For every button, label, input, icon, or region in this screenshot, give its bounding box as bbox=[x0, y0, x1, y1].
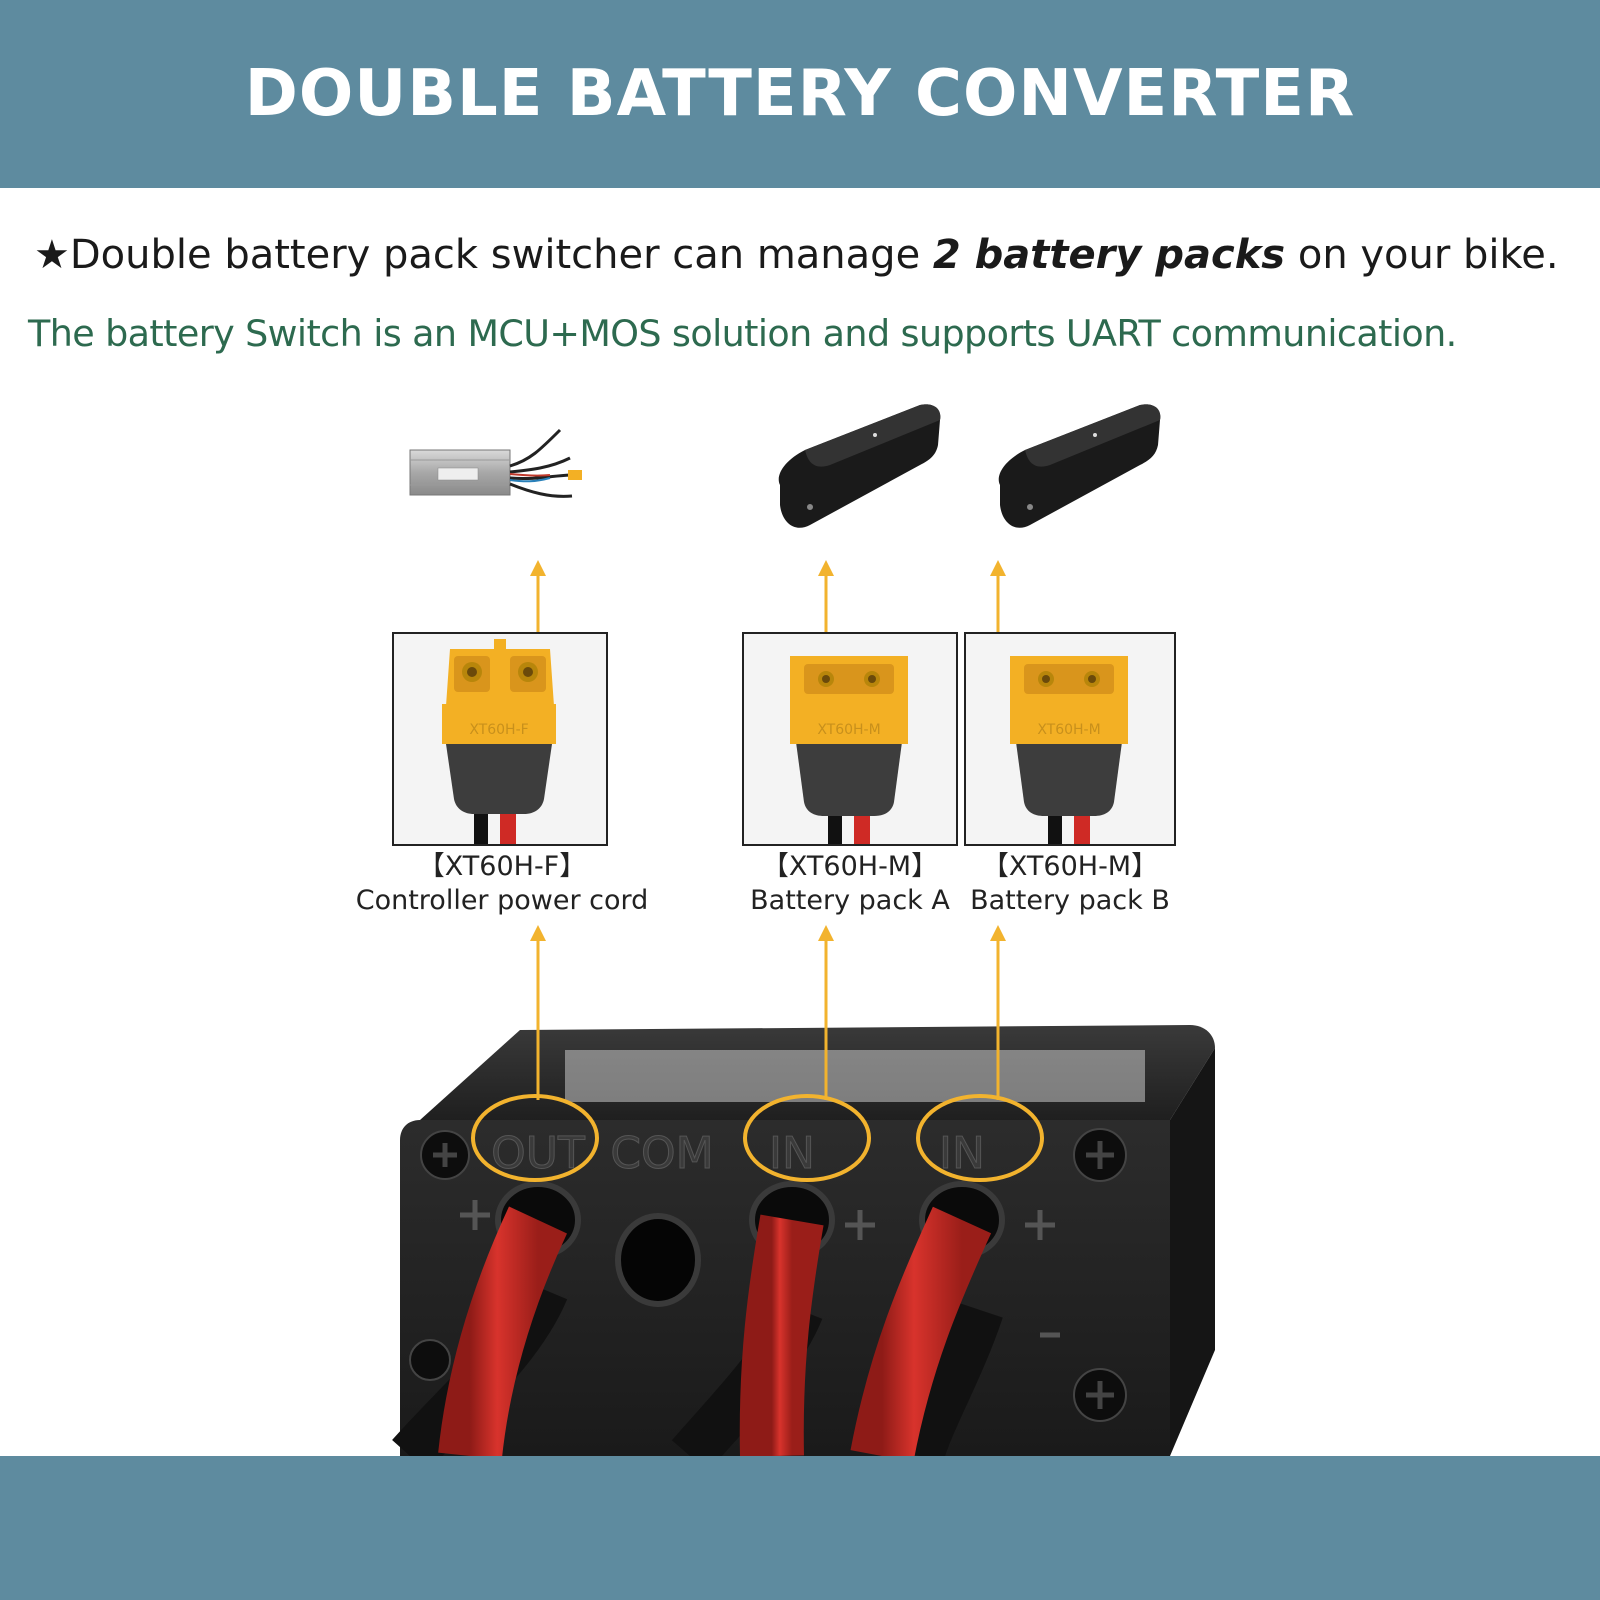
caption-controller: 【XT60H-F】 Controller power cord bbox=[342, 850, 662, 918]
arrow-battery-b-lower bbox=[990, 925, 1006, 1100]
caption-battery-a-code: 【XT60H-M】 bbox=[761, 851, 939, 882]
arrow-battery-b-upper bbox=[990, 560, 1006, 635]
caption-battery-a-label: Battery pack A bbox=[750, 885, 950, 916]
connector-box-controller: XT60H-F bbox=[392, 632, 608, 846]
intro-line-1-prefix: Double battery pack switcher can manage bbox=[69, 232, 933, 278]
intro-line-1-suffix: on your bike. bbox=[1285, 232, 1559, 278]
page-title: DOUBLE BATTERY CONVERTER bbox=[244, 57, 1356, 131]
arrow-controller-lower bbox=[530, 925, 546, 1100]
intro-line-2: The battery Switch is an MCU+MOS solutio… bbox=[28, 312, 1457, 355]
caption-battery-b: 【XT60H-M】 Battery pack B bbox=[960, 850, 1180, 918]
caption-controller-label: Controller power cord bbox=[355, 885, 649, 916]
caption-battery-b-code: 【XT60H-M】 bbox=[981, 851, 1159, 882]
controller-image bbox=[409, 428, 582, 498]
switch-box-image: OUT COM IN IN bbox=[392, 1025, 1215, 1472]
xt60-female-connector-image: XT60H-F bbox=[442, 639, 556, 844]
connector-marking-f: XT60H-F bbox=[469, 722, 528, 738]
arrow-battery-a-lower bbox=[818, 925, 834, 1100]
header-banner: DOUBLE BATTERY CONVERTER bbox=[0, 0, 1600, 188]
intro-line-1-emphasis: 2 battery packs bbox=[932, 232, 1286, 278]
arrow-battery-a-upper bbox=[818, 560, 834, 635]
port-label-in-a: IN bbox=[769, 1128, 815, 1179]
caption-battery-b-label: Battery pack B bbox=[970, 885, 1170, 916]
footer-banner bbox=[0, 1456, 1600, 1600]
connector-box-battery-b: XT60H-M bbox=[964, 632, 1176, 846]
port-label-in-b: IN bbox=[939, 1128, 985, 1179]
caption-battery-a: 【XT60H-M】 Battery pack A bbox=[738, 850, 962, 918]
xt60-male-connector-image-a: XT60H-M bbox=[790, 656, 908, 844]
connector-box-battery-a: XT60H-M bbox=[742, 632, 958, 846]
star-icon: ★ bbox=[34, 232, 70, 278]
arrow-controller-upper bbox=[530, 560, 546, 635]
xt60-male-connector-image-b: XT60H-M bbox=[1010, 656, 1128, 844]
port-label-com: COM bbox=[610, 1128, 713, 1179]
battery-pack-image-a bbox=[778, 404, 941, 528]
caption-controller-code: 【XT60H-F】 bbox=[417, 851, 587, 882]
intro-line-1: ★Double battery pack switcher can manage… bbox=[34, 232, 1559, 278]
connector-marking-m-b: XT60H-M bbox=[1037, 722, 1100, 738]
battery-pack-image-b bbox=[998, 404, 1161, 528]
connector-marking-m-a: XT60H-M bbox=[817, 722, 880, 738]
